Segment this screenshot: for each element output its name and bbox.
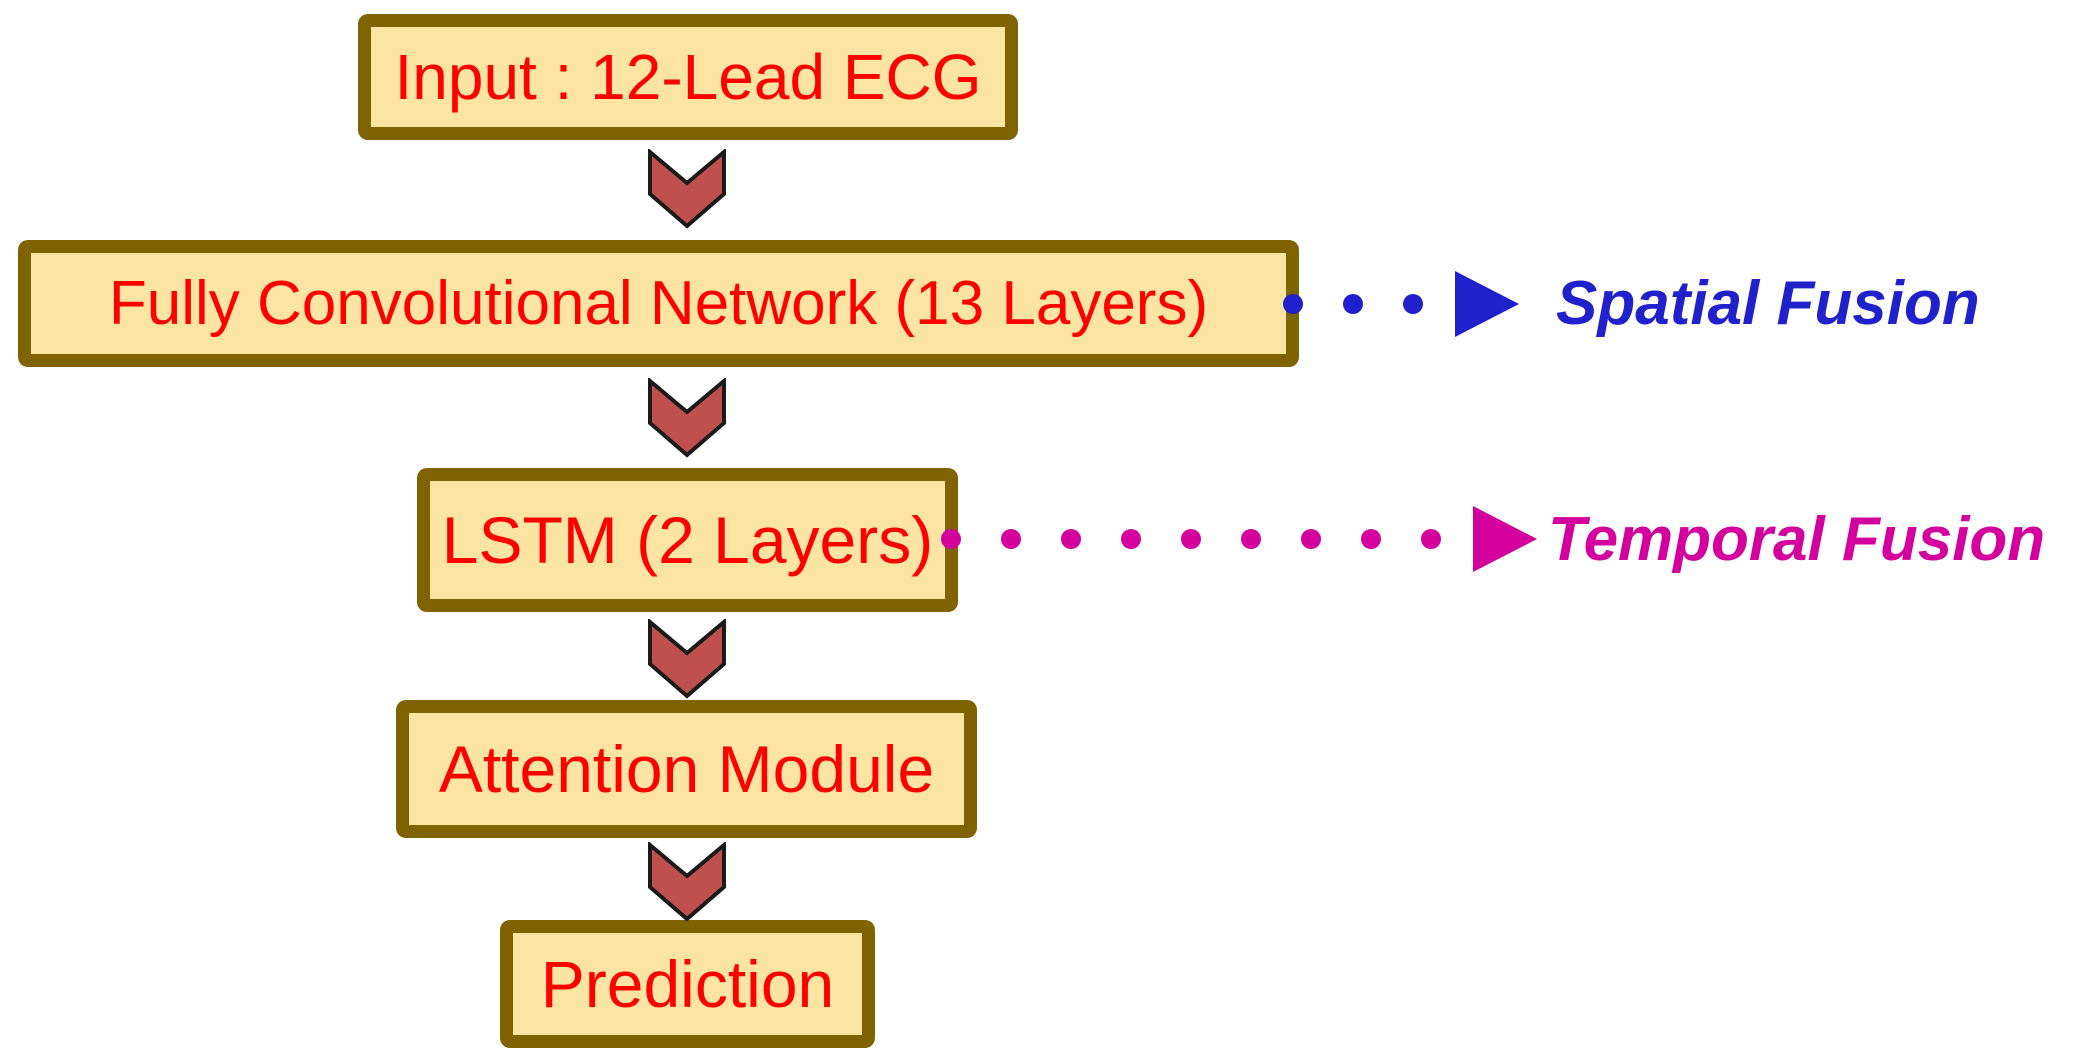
chevron-down-arrow-icon <box>648 619 726 699</box>
node-label: Attention Module <box>438 732 935 806</box>
chevron-down-arrow-icon <box>648 149 726 229</box>
arrow-dot <box>1283 294 1303 314</box>
arrow-dot <box>1343 294 1363 314</box>
arrow-dot <box>1301 529 1321 549</box>
arrowhead-triangle-icon <box>1473 506 1537 572</box>
spatial-fusion-label: Spatial Fusion <box>1556 269 1980 338</box>
arrow-dot <box>1421 529 1441 549</box>
arrow-dot <box>1403 294 1423 314</box>
node-label: Fully Convolutional Network (13 Layers) <box>108 268 1209 338</box>
temporal-fusion-label: Temporal Fusion <box>1548 505 2046 574</box>
node-fully-convolutional-network: Fully Convolutional Network (13 Layers) <box>18 240 1299 367</box>
spatial-fusion-dotted-arrow <box>1283 270 1519 338</box>
node-label: Prediction <box>540 947 835 1021</box>
arrow-dot <box>1181 529 1201 549</box>
chevron-down-arrow-icon <box>648 378 726 458</box>
node-attention-module: Attention Module <box>396 700 977 838</box>
arrow-dot <box>1241 529 1261 549</box>
node-label: LSTM (2 Layers) <box>441 503 934 577</box>
node-label: Input : 12-Lead ECG <box>394 41 982 113</box>
node-lstm: LSTM (2 Layers) <box>417 468 958 612</box>
arrow-dot <box>1361 529 1381 549</box>
arrow-dot <box>1121 529 1141 549</box>
node-prediction: Prediction <box>500 920 875 1048</box>
temporal-fusion-dotted-arrow <box>941 505 1537 573</box>
arrow-dot <box>1001 529 1021 549</box>
node-input-12-lead-ecg: Input : 12-Lead ECG <box>358 14 1018 140</box>
arrow-dot <box>1061 529 1081 549</box>
arrowhead-triangle-icon <box>1455 271 1519 337</box>
arrow-dot <box>941 529 961 549</box>
chevron-down-arrow-icon <box>648 842 726 922</box>
